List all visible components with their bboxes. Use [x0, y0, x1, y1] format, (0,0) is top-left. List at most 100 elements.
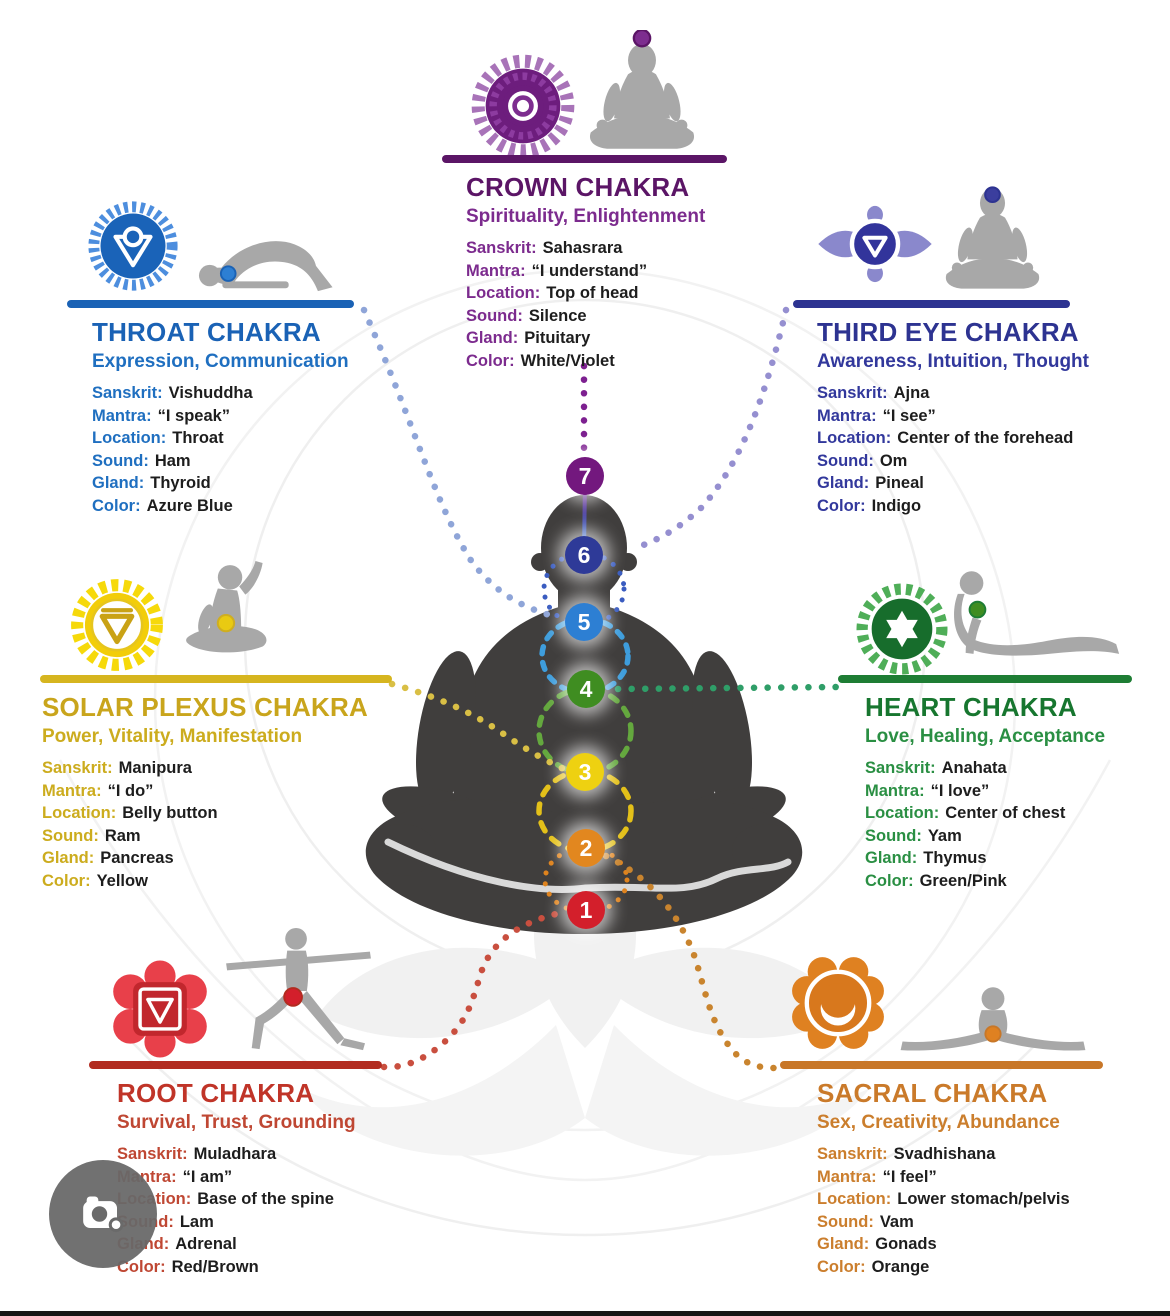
mantra-value: “I see” — [882, 406, 936, 425]
mantra-value: “I feel” — [882, 1167, 937, 1186]
sanskrit-value: Manipura — [118, 759, 192, 778]
sound-value: Lam — [179, 1212, 214, 1231]
mantra-value: “I understand” — [531, 261, 648, 280]
root-subtitle: Survival, Trust, Grounding — [117, 1111, 356, 1133]
location-value: Lower stomach/pelvis — [897, 1190, 1070, 1209]
solar-plexus-chakra-icon — [71, 579, 163, 671]
heart-details: Sanskrit:Anahata Mantra:“I love” Locatio… — [865, 757, 1143, 892]
location-label: Location: — [817, 429, 892, 448]
sanskrit-row: Sanskrit:Manipura — [42, 757, 402, 780]
sound-row: Sound:Silence — [466, 305, 744, 328]
sacral-chakra-panel: SACRAL CHAKRA Sex, Creativity, Abundance… — [780, 1061, 1120, 1278]
sound-value: Silence — [528, 306, 587, 325]
color-row: Color:Orange — [817, 1256, 1120, 1279]
third-eye-chakra-panel: THIRD EYE CHAKRA Awareness, Intuition, T… — [793, 300, 1103, 517]
location-label: Location: — [466, 284, 541, 303]
sacral-chakra-icon — [792, 957, 884, 1049]
chakra-point-7: 7 — [566, 457, 604, 495]
mantra-value: “I love” — [930, 781, 990, 800]
lens-button[interactable] — [49, 1160, 157, 1268]
sound-row: Sound:Ram — [42, 825, 402, 848]
sacral-underline — [780, 1061, 1103, 1069]
location-row: Location:Top of head — [466, 282, 744, 305]
root-chakra-icon — [113, 960, 207, 1058]
mantra-row: Mantra:“I speak” — [92, 405, 397, 428]
color-value: White/Violet — [520, 351, 615, 370]
chakra-connector-dots — [360, 306, 844, 1072]
root-pose-figure — [226, 927, 371, 1051]
sanskrit-row: Sanskrit:Vishuddha — [92, 382, 397, 405]
sound-value: Om — [879, 451, 908, 470]
color-row: Color:Green/Pink — [865, 870, 1143, 893]
color-label: Color: — [92, 496, 141, 515]
mantra-label: Mantra: — [42, 781, 102, 800]
chakra-point-3: 3 — [566, 753, 604, 791]
mantra-row: Mantra:“I am” — [117, 1166, 414, 1189]
heart-pose-figure — [954, 571, 1120, 656]
chakra-point-1: 1 — [567, 891, 605, 929]
sound-value: Vam — [879, 1212, 914, 1231]
root-details: Sanskrit:Muladhara Mantra:“I am” Locatio… — [117, 1143, 414, 1278]
sanskrit-row: Sanskrit:Anahata — [865, 757, 1143, 780]
gland-value: Thyroid — [150, 474, 211, 493]
mantra-row: Mantra:“I understand” — [466, 260, 744, 283]
sacral-pose-figure — [900, 987, 1086, 1051]
location-label: Location: — [817, 1190, 892, 1209]
gland-label: Gland: — [92, 474, 145, 493]
sound-label: Sound: — [92, 451, 149, 470]
color-value: Yellow — [96, 871, 148, 890]
color-label: Color: — [817, 1257, 866, 1276]
chakra-number: 3 — [578, 758, 592, 785]
mantra-label: Mantra: — [817, 406, 877, 425]
solar-plexus-subtitle: Power, Vitality, Manifestation — [42, 725, 303, 747]
sanskrit-value: Anahata — [941, 759, 1007, 778]
gland-row: Gland:Pituitary — [466, 327, 744, 350]
sanskrit-label: Sanskrit: — [817, 1145, 888, 1164]
gland-label: Gland: — [865, 849, 918, 868]
color-label: Color: — [865, 871, 914, 890]
throat-subtitle: Expression, Communication — [92, 350, 349, 372]
chakra-point-6: 6 — [565, 536, 603, 574]
sanskrit-value: Sahasrara — [542, 239, 623, 258]
location-row: Location:Throat — [92, 427, 397, 450]
third-eye-pose-figure — [945, 186, 1040, 289]
color-label: Color: — [42, 871, 91, 890]
gland-label: Gland: — [466, 329, 519, 348]
heart-chakra-panel: HEART CHAKRA Love, Healing, Acceptance S… — [838, 675, 1143, 892]
sound-row: Sound: Yam — [865, 825, 1143, 848]
gland-value: Pancreas — [100, 849, 174, 868]
crown-underline — [442, 155, 727, 163]
shawl-lines — [384, 838, 792, 893]
sanskrit-row: Sanskrit:Svadhishana — [817, 1143, 1120, 1166]
mantra-value: “I do” — [107, 781, 154, 800]
mantra-row: Mantra: “I do” — [42, 780, 402, 803]
color-row: Color:Red/Brown — [117, 1256, 414, 1279]
crown-pose-figure — [589, 30, 695, 149]
mantra-label: Mantra: — [817, 1167, 877, 1186]
gland-value: Gonads — [875, 1235, 937, 1254]
color-value: Red/Brown — [171, 1257, 259, 1276]
chakra-point-4: 4 — [567, 670, 605, 708]
sound-label: Sound: — [865, 826, 922, 845]
solar-plexus-pose-figure — [186, 561, 267, 653]
gland-row: Gland:Pancreas — [42, 847, 402, 870]
color-row: Color:Indigo — [817, 495, 1103, 518]
sanskrit-row: Sanskrit:Ajna — [817, 382, 1103, 405]
gland-row: Gland: Thyroid — [92, 472, 397, 495]
color-row: Color: Azure Blue — [92, 495, 397, 518]
mantra-value: “I speak” — [157, 406, 231, 425]
location-label: Location: — [92, 429, 167, 448]
mantra-row: Mantra: “I feel” — [817, 1166, 1120, 1189]
color-row: Color:White/Violet — [466, 350, 744, 373]
location-value: Center of the forehead — [897, 429, 1074, 448]
gland-label: Gland: — [817, 474, 870, 493]
chakra-number: 7 — [578, 462, 592, 489]
gland-row: Gland:Pineal — [817, 472, 1103, 495]
mantra-value: “I am” — [182, 1167, 233, 1186]
sound-value: Yam — [927, 826, 962, 845]
mantra-row: Mantra: “I see” — [817, 405, 1103, 428]
color-value: Azure Blue — [146, 496, 233, 515]
throat-pose-figure — [198, 241, 333, 292]
screen-bottom-edge — [0, 1311, 1170, 1316]
sound-row: Sound:Lam — [117, 1211, 414, 1234]
